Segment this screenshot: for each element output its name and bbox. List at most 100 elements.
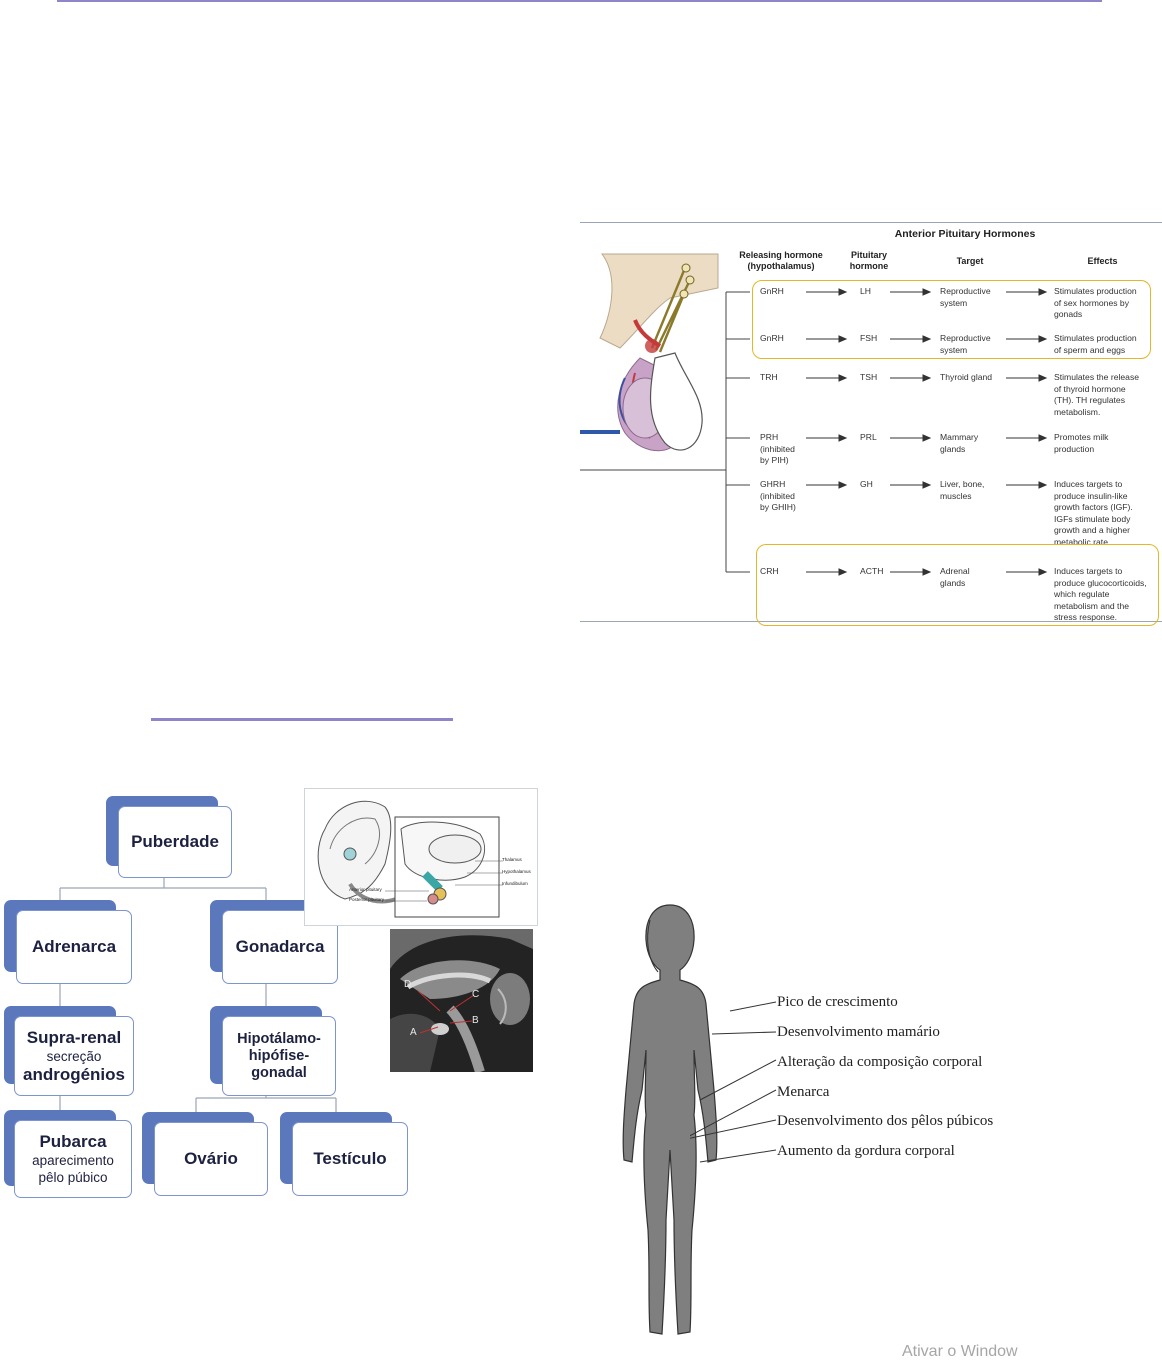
body-label-2: Desenvolvimento mamário [777, 1024, 940, 1040]
arrow-head [838, 374, 848, 382]
body-label-4: Menarca [777, 1084, 830, 1100]
row-2-effects-line: Stimulates production [1054, 333, 1137, 343]
row-6-effects-line: Induces targets to [1054, 566, 1123, 576]
row-4-releasing-line: (inhibited [760, 443, 795, 454]
row-2-target-line: Reproductive [940, 333, 991, 343]
arrow-head [922, 374, 932, 382]
mri-image: D C A B [390, 929, 533, 1072]
row-5-effects-line: IGFs stimulate body [1054, 513, 1131, 524]
row-4-effects-line: production [1054, 443, 1095, 454]
row-5-effects-line: growth factors (IGF). [1054, 502, 1133, 512]
arrow-head [838, 434, 848, 442]
figure-top-border [580, 222, 1162, 223]
arrow-head [838, 335, 848, 343]
node-testiculo-label: Testículo [313, 1149, 387, 1168]
node-puberdade-label: Puberdade [131, 832, 219, 851]
arrow-head [922, 335, 932, 343]
arrow-head [838, 481, 848, 489]
row-5-effects-line: produce insulin-like [1054, 490, 1128, 501]
pubarca-title: Pubarca [39, 1132, 107, 1151]
pubarca-sub2: pêlo púbico [38, 1170, 108, 1185]
mri-letter-b: B [472, 1015, 479, 1026]
hpg-line2: hipófise- [248, 1047, 310, 1064]
hpg-line1: Hipotálamo- [237, 1030, 321, 1047]
node-adrenarca-label: Adrenarca [31, 937, 117, 956]
row-1-effects-line: Stimulates production [1054, 286, 1137, 296]
body-label-3: Alteração da composição corporal [777, 1054, 983, 1070]
row-4-pituitary: PRL [860, 432, 877, 444]
row-6-releasing: CRH [760, 566, 779, 578]
row-5-pituitary: GH [860, 479, 873, 491]
row-2-pituitary-line: FSH [860, 333, 878, 343]
row-5-target: Liver, bone,muscles [940, 479, 984, 502]
arrow-head [1038, 434, 1048, 442]
row-1-pituitary-line: LH [860, 286, 871, 296]
row-1-target-line: Reproductive [940, 286, 991, 296]
row-4-target-line: glands [940, 443, 966, 454]
arrow-head [922, 481, 932, 489]
top-divider [57, 0, 1102, 2]
body-label-lines [690, 1001, 777, 1163]
row-1-effects-line: of sex hormones by [1054, 297, 1129, 308]
arrow-head [922, 434, 932, 442]
row-5-pituitary-line: GH [860, 479, 873, 489]
pubarca-sub1: aparecimento [32, 1153, 114, 1168]
label-thalamus: Thalamus [502, 857, 522, 862]
row-6-effects-line: metabolism and the [1054, 600, 1129, 611]
arrow-head [1038, 568, 1048, 576]
row-3-releasing-line: TRH [760, 372, 778, 382]
row-5-releasing-line: GHRH [760, 479, 786, 489]
row-3-pituitary-line: TSH [860, 372, 878, 382]
header-effects: Effects [1087, 256, 1118, 266]
highlight-lh-fsh [752, 280, 1151, 359]
arrow-head [922, 288, 932, 296]
row-5-target-line: muscles [940, 490, 972, 501]
row-2-releasing-line: GnRH [760, 333, 784, 343]
mri-letter-c: C [472, 989, 480, 1000]
arrow-head [1038, 481, 1048, 489]
row-6-effects-line: stress response. [1054, 612, 1118, 622]
body-label-5: Desenvolvimento dos pêlos púbicos [777, 1113, 994, 1129]
body-label-6: Aumento da gordura corporal [777, 1143, 955, 1159]
body-silhouette [622, 904, 718, 1335]
mri-drawing [390, 929, 533, 1072]
row-3-target-line: Thyroid gland [940, 372, 993, 382]
row-1-releasing-line: GnRH [760, 286, 784, 296]
row-4-target-line: Mammary [940, 432, 979, 442]
arrow-head [1038, 374, 1048, 382]
row-1-releasing: GnRH [760, 286, 784, 298]
arrow-head [838, 288, 848, 296]
arrow-head [838, 568, 848, 576]
label-infundibulum: Infundibulum [502, 881, 528, 886]
row-3-effects-line: of thyroid hormone [1054, 383, 1126, 394]
body-label-1: Pico de crescimento [777, 994, 898, 1010]
row-3-effects-line: Stimulates the release [1054, 372, 1140, 382]
row-2-target-line: system [940, 344, 968, 355]
figure-title: Anterior Pituitary Hormones [894, 228, 1036, 240]
row-2-pituitary: FSH [860, 333, 877, 345]
row-6-target-line: Adrenal [940, 566, 970, 576]
row-4-effects-line: Promotes milk [1054, 432, 1109, 442]
row-2-releasing: GnRH [760, 333, 784, 345]
suprarenal-sub: secreção [46, 1048, 102, 1064]
row-3-effects-line: (TH). TH regulates [1054, 395, 1125, 405]
row-3-target: Thyroid gland [940, 372, 992, 384]
figure-connector-lines [580, 288, 1048, 576]
highlight-acth [756, 544, 1159, 626]
arrow-head [922, 568, 932, 576]
mri-letter-a: A [410, 1027, 417, 1038]
mri-letter-d: D [404, 979, 412, 990]
label-posterior-pituitary: Posterior pituitary [349, 897, 385, 902]
suprarenal-bold: androgénios [22, 1064, 125, 1084]
row-4-releasing-line: by PIH) [760, 455, 789, 465]
row-4-pituitary-line: PRL [860, 432, 877, 442]
label-anterior-pituitary: Anterior pituitary [349, 887, 382, 892]
